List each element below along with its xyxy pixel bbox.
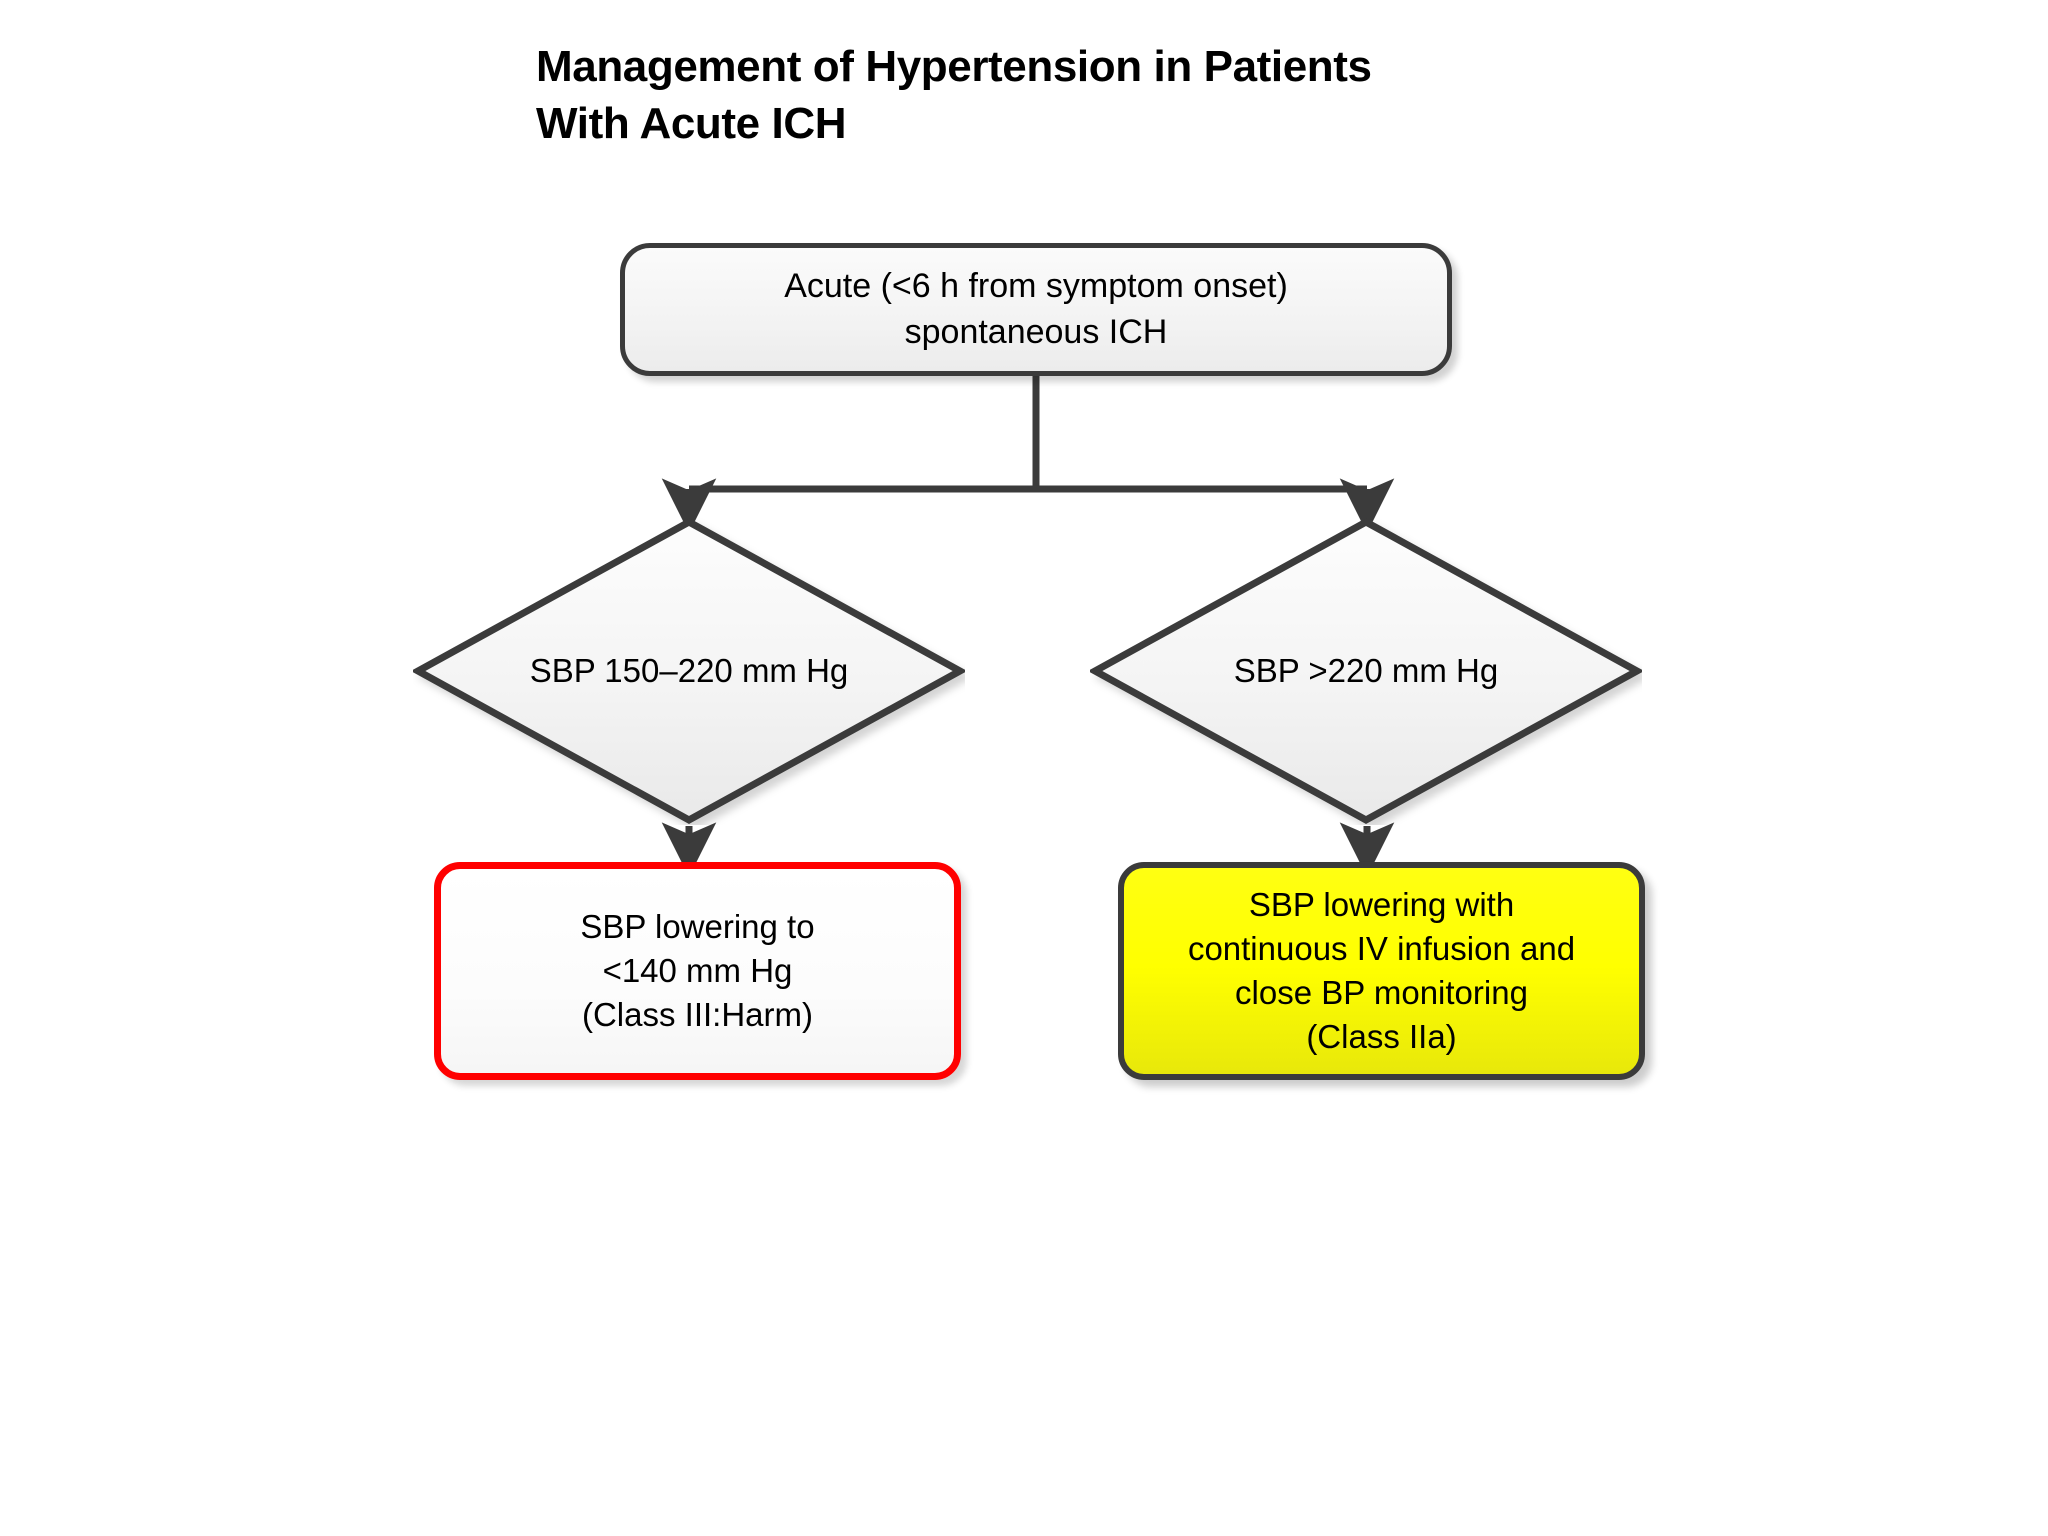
node-acute-ich[interactable]: Acute (<6 h from symptom onset) spontane…: [620, 243, 1452, 376]
node-outcome-class-iii-harm[interactable]: SBP lowering to <140 mm Hg (Class III:Ha…: [434, 862, 961, 1080]
node-decision-sbp-150-220[interactable]: SBP 150–220 mm Hg: [413, 517, 965, 825]
node-decision-right-label: SBP >220 mm Hg: [1233, 651, 1499, 689]
diamond-shape-left: [413, 518, 965, 824]
node-decision-left-label: SBP 150–220 mm Hg: [529, 651, 849, 689]
node-outcome-class-iia[interactable]: SBP lowering with continuous IV infusion…: [1118, 862, 1645, 1080]
diamond-shape-right: [1090, 518, 1642, 824]
node-decision-sbp-over-220[interactable]: SBP >220 mm Hg: [1090, 517, 1642, 825]
page-title: Management of Hypertension in Patients W…: [536, 42, 1372, 149]
